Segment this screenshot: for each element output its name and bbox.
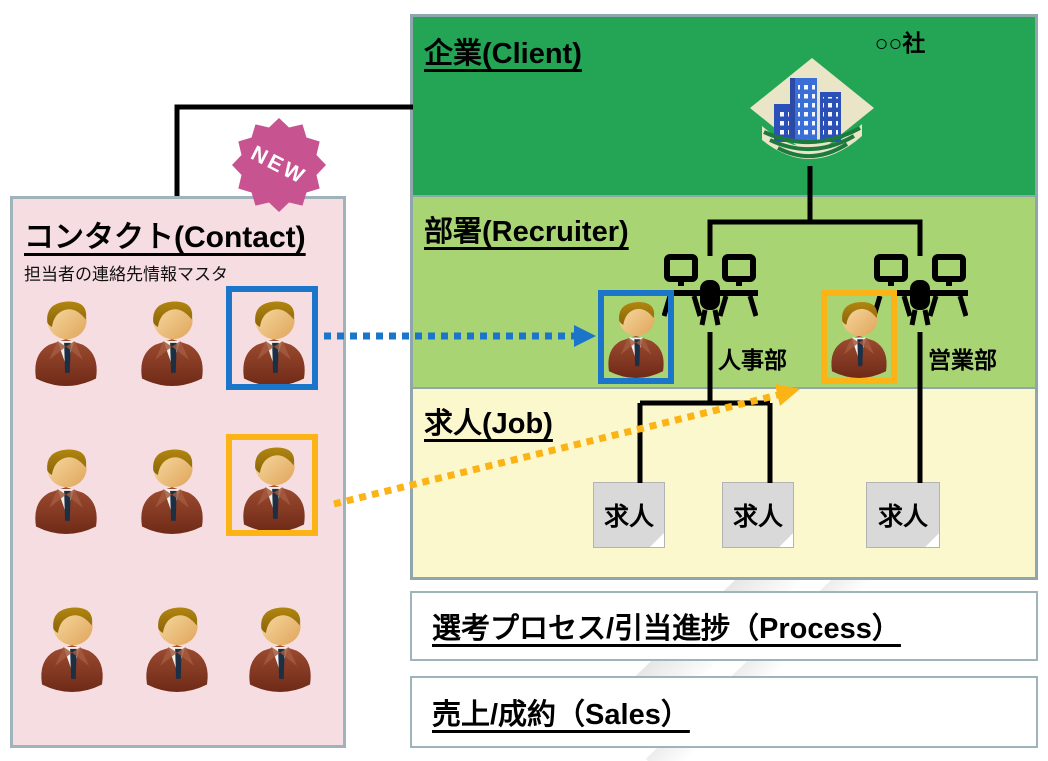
contact-person-icon	[32, 602, 112, 692]
orange-highlight-frame-contact	[226, 434, 318, 536]
job-title: 求人(Job)	[424, 408, 553, 440]
sales-title: 売上/成約（Sales）	[432, 699, 690, 731]
client-title: 企業(Client)	[424, 38, 582, 70]
job-note-card: 求人	[722, 482, 794, 548]
sales-box: 売上/成約（Sales）	[410, 676, 1038, 748]
contact-person-icon	[26, 444, 106, 534]
blue-highlight-frame-contact	[226, 286, 318, 390]
contact-person-icon	[137, 602, 217, 692]
company-building-icon	[750, 58, 874, 160]
orange-highlight-frame-recruiter	[821, 290, 897, 384]
contact-person-icon	[132, 296, 212, 386]
process-title: 選考プロセス/引当進捗（Process）	[432, 613, 901, 645]
contact-person-icon	[132, 444, 212, 534]
job-note-label: 求人	[877, 503, 928, 531]
company-name-label: ○○社	[874, 30, 926, 56]
recruiter-title: 部署(Recruiter)	[424, 216, 629, 248]
contact-title: コンタクト(Contact)	[24, 221, 306, 254]
client-section	[413, 17, 1035, 195]
contact-person-icon	[26, 296, 106, 386]
contact-person-icon	[240, 602, 320, 692]
job-note-label: 求人	[732, 503, 783, 531]
department-label-sales: 営業部	[928, 347, 997, 373]
job-note-label: 求人	[603, 503, 654, 531]
process-box: 選考プロセス/引当進捗（Process）	[410, 591, 1038, 661]
job-note-card: 求人	[866, 482, 940, 548]
new-badge: NEW	[232, 118, 326, 212]
contact-subtitle: 担当者の連絡先情報マスタ	[24, 265, 228, 284]
workstation-icon-hr	[662, 254, 758, 330]
blue-highlight-frame-recruiter	[598, 290, 674, 384]
department-label-hr: 人事部	[718, 347, 787, 373]
job-note-card: 求人	[593, 482, 665, 548]
